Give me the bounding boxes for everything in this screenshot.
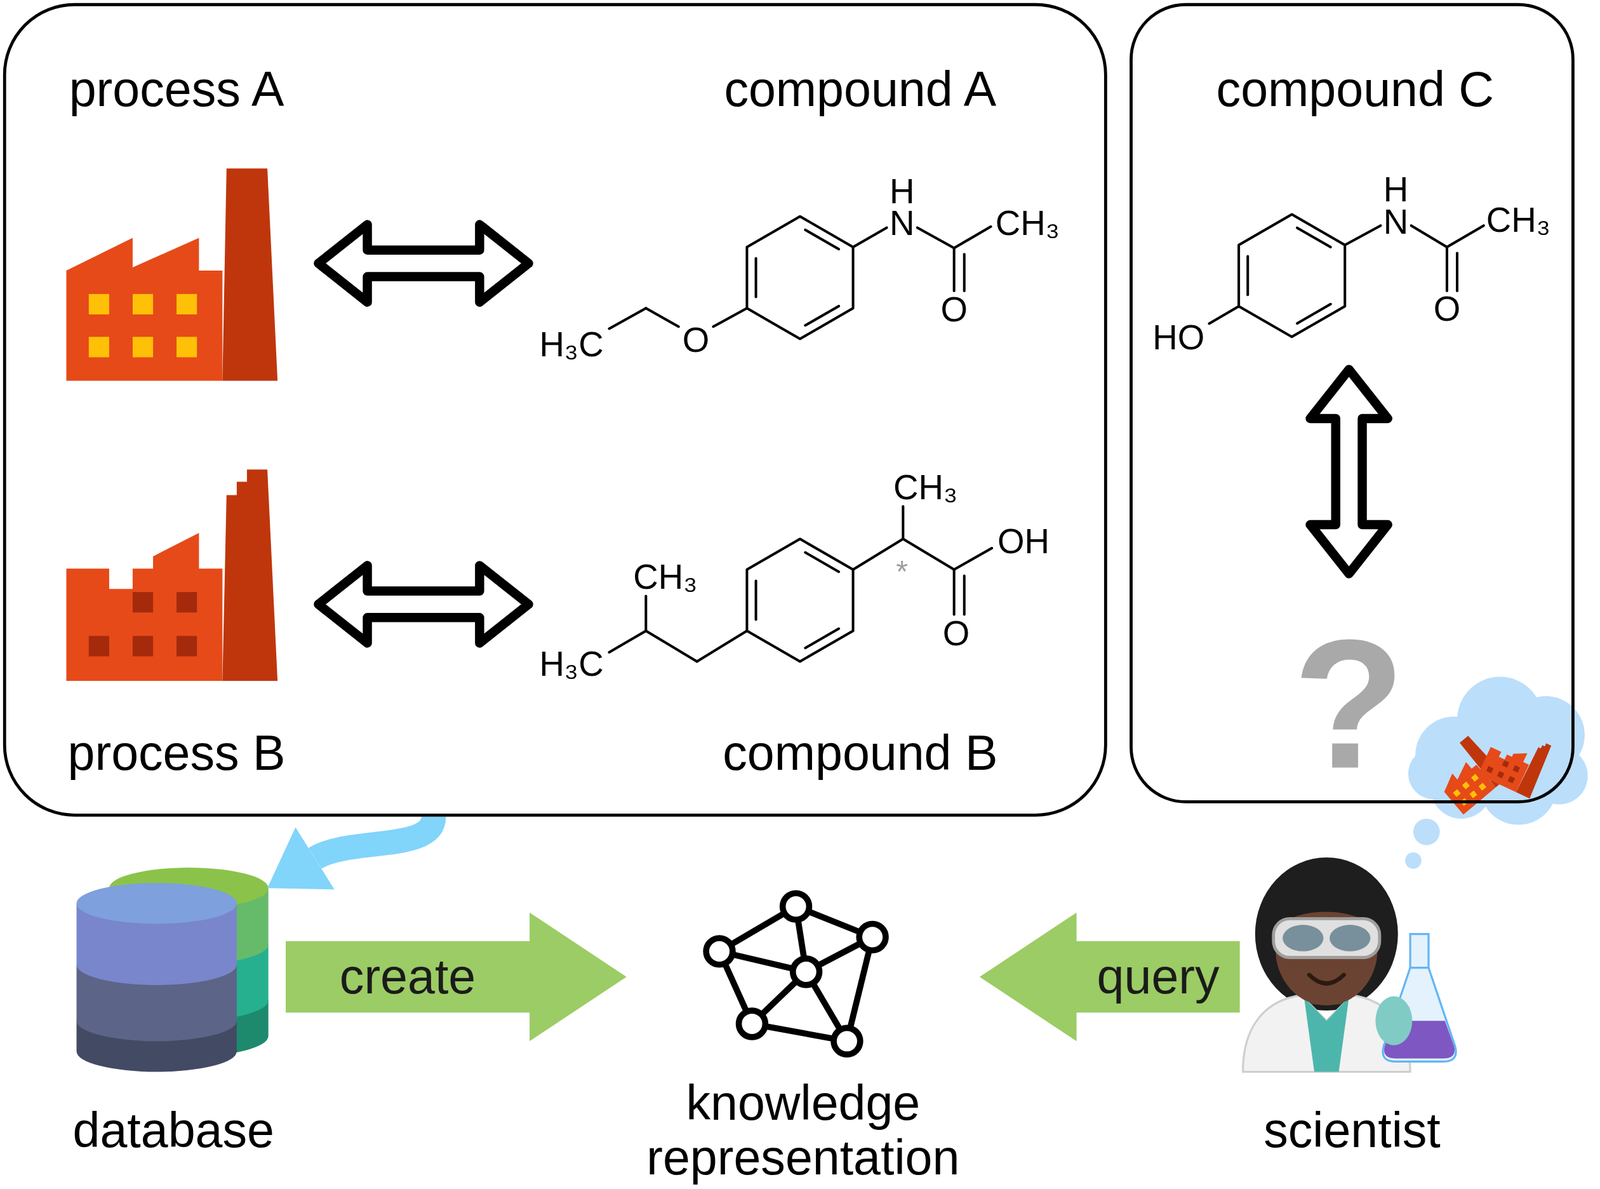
arrow-body — [979, 912, 1240, 1042]
atom-label: CH₃ — [633, 559, 698, 595]
atom-label: N — [889, 205, 915, 240]
stereo-mark: * — [895, 556, 908, 587]
atom-label: CH₃ — [893, 469, 958, 505]
panel-box: process A compound A process B compound B — [3, 3, 1108, 817]
atom-label: CH₃ — [995, 205, 1060, 240]
atom-label: CH₃ — [1486, 201, 1551, 237]
node-label: scientist — [1263, 1106, 1441, 1155]
structural-formula — [608, 214, 1484, 662]
database-node: database — [60, 887, 286, 1164]
block-arrow — [979, 912, 1240, 1042]
node-label: process A — [69, 65, 285, 115]
factory-icon — [66, 168, 278, 381]
block-arrow — [285, 912, 627, 1042]
curved-arrow — [267, 816, 434, 890]
atom-label: O — [1433, 290, 1461, 326]
arrow-head — [267, 826, 335, 889]
factory-icon — [1478, 722, 1554, 799]
thought-bubble — [1405, 676, 1588, 869]
atom-label: H — [1383, 171, 1409, 207]
arrow-body — [285, 912, 627, 1042]
atom-label: H — [889, 173, 915, 209]
arrow-shaft — [314, 816, 434, 859]
edge-label: query — [1097, 951, 1220, 1001]
scientist-node: scientist — [1240, 887, 1465, 1164]
scientist-figure — [1242, 857, 1456, 1072]
node-label: database — [72, 1106, 274, 1155]
atom-label: H₃C — [539, 326, 604, 362]
question-mark: ? — [1292, 612, 1406, 796]
network-icon — [706, 892, 886, 1054]
atom-label: OH — [997, 523, 1050, 559]
database-icon — [76, 867, 269, 1072]
node-label: knowledge representation — [634, 1076, 972, 1185]
knowledge-node: knowledge representation — [626, 879, 980, 1176]
node-label: compound B — [722, 728, 998, 778]
atom-label: O — [940, 292, 968, 327]
node-label: process B — [67, 728, 286, 778]
atom-label: HO — [1152, 319, 1205, 355]
atom-label: O — [682, 322, 710, 358]
node-label: compound C — [1216, 65, 1494, 115]
edge-label: create — [339, 951, 476, 1001]
atom-label: H₃C — [539, 645, 604, 681]
atom-label: N — [1383, 203, 1409, 239]
node-label: compound A — [723, 65, 997, 115]
factory-icon — [66, 469, 278, 681]
atom-label: O — [942, 615, 971, 651]
